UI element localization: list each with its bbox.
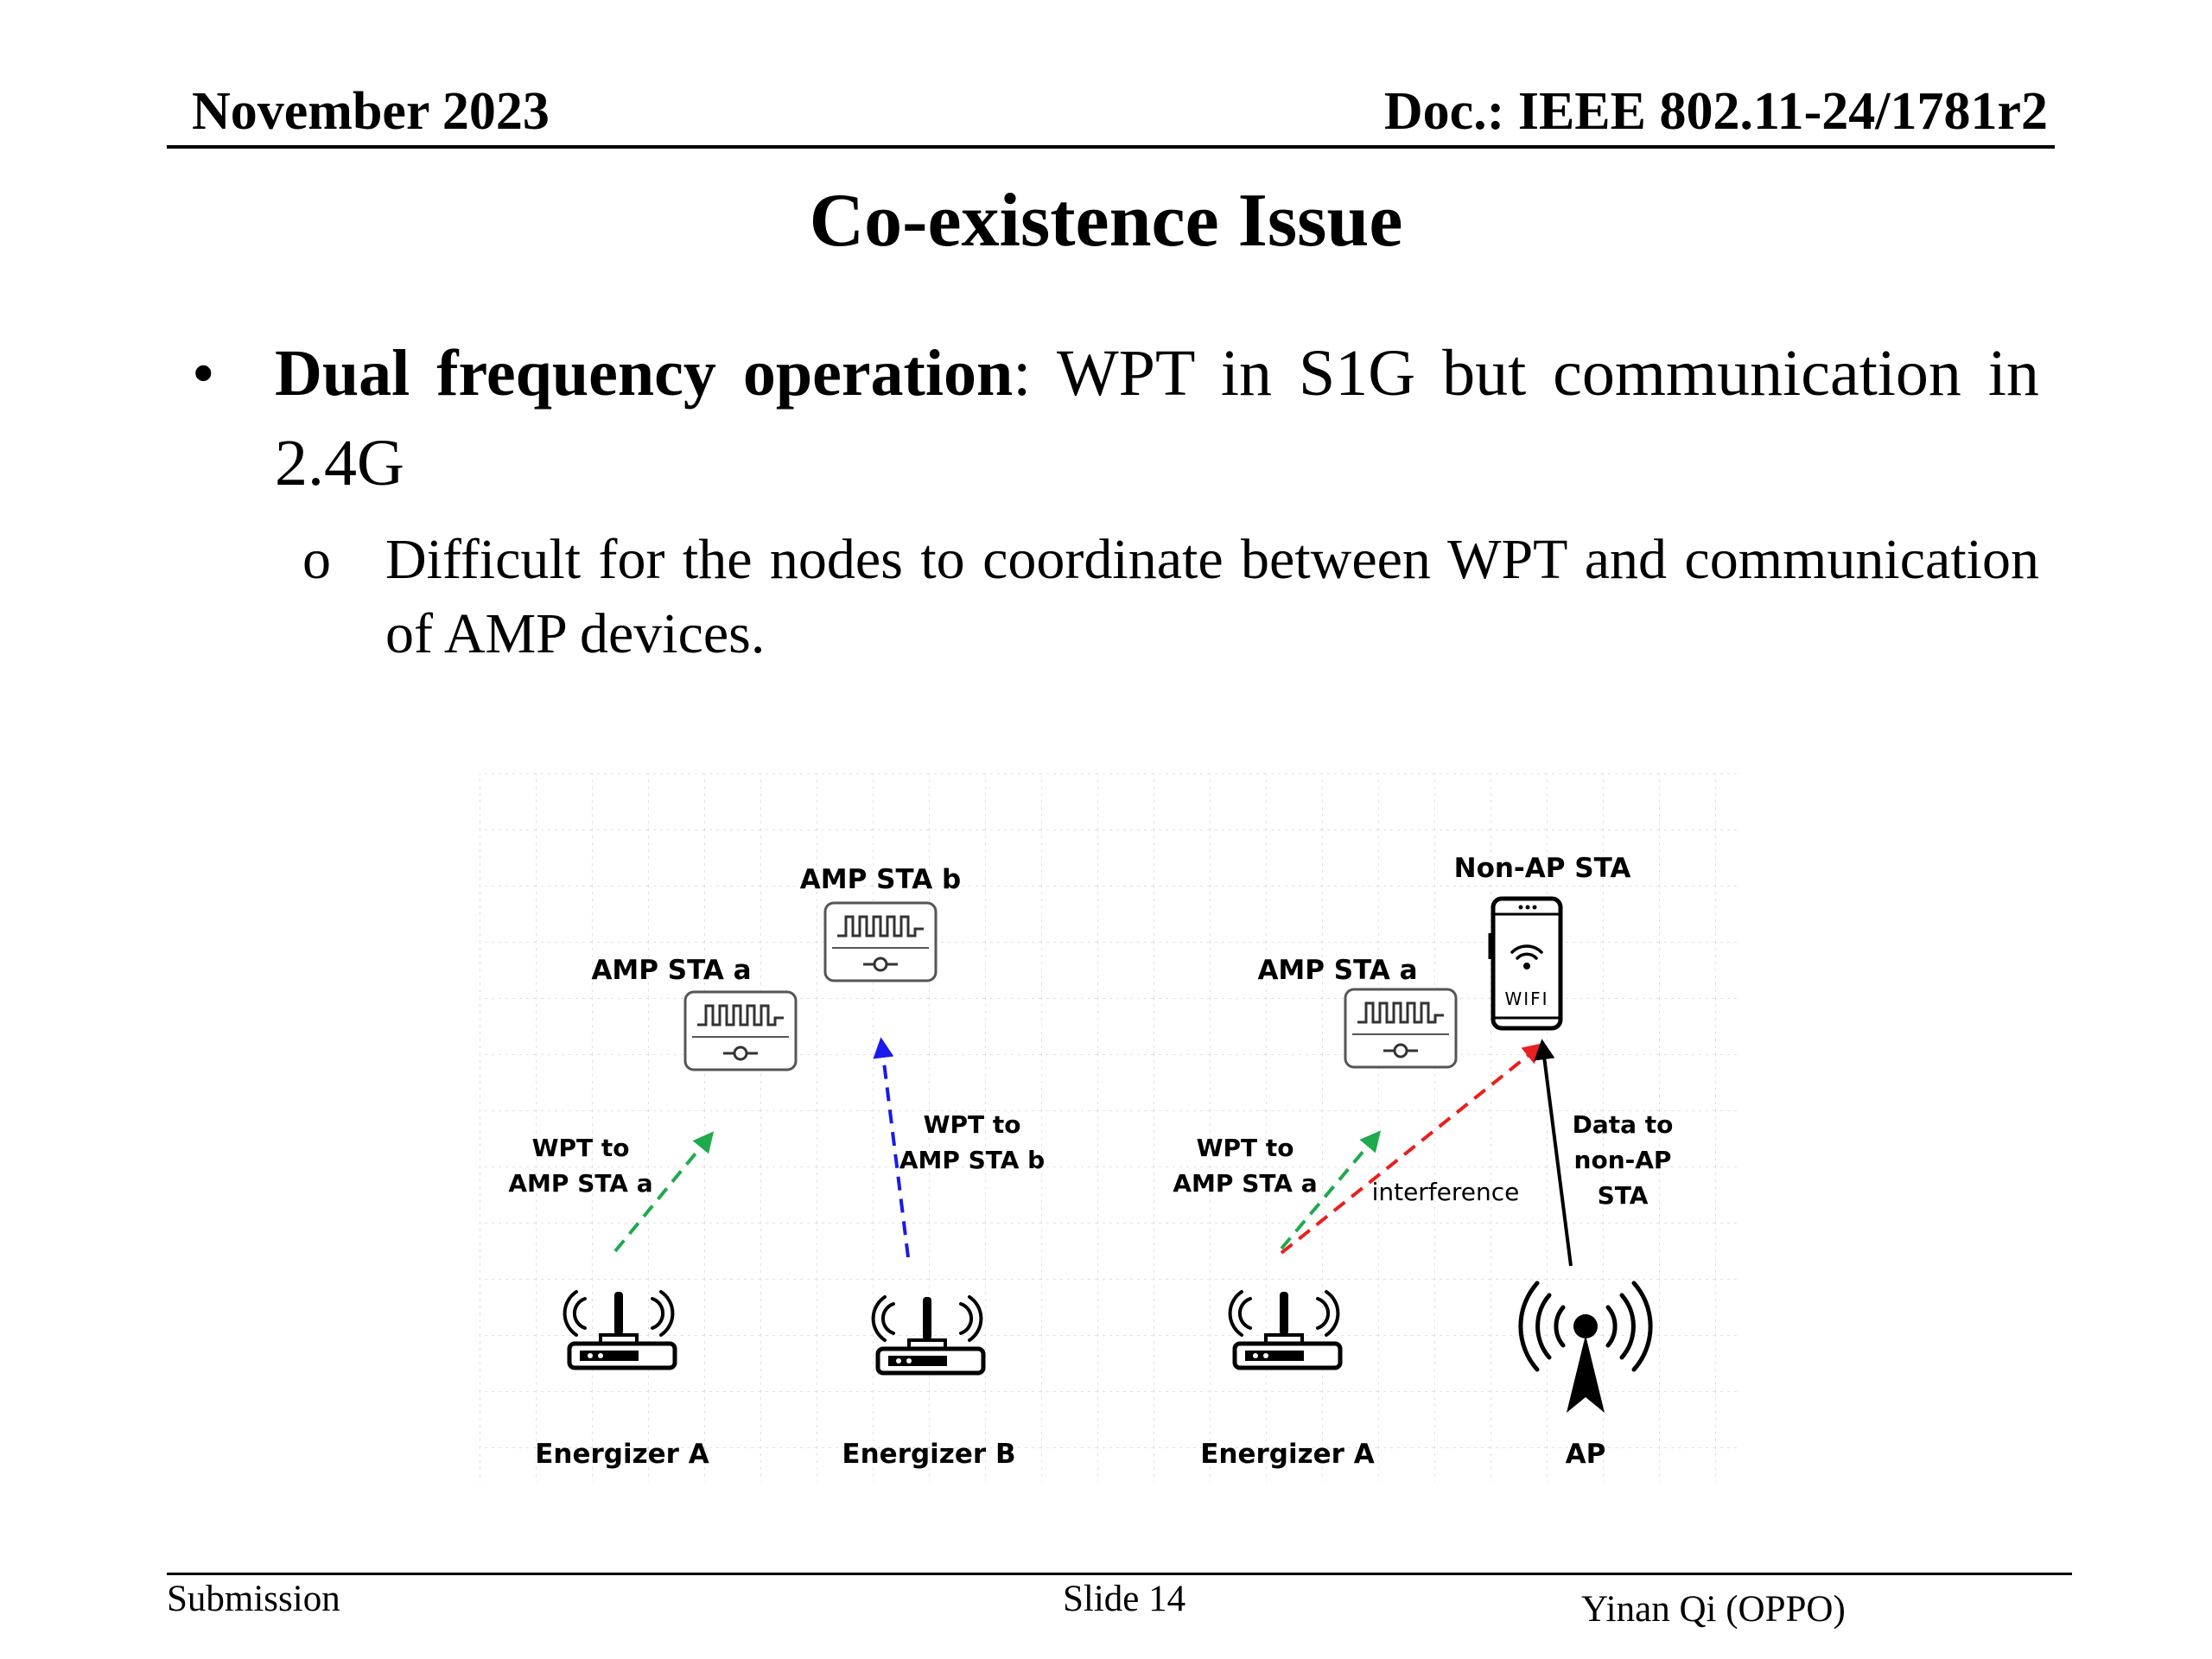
- amp-sta-a-device-icon: [683, 990, 798, 1071]
- coexistence-diagram: AMP STA b AMP STA a WPT to AMP STA a WPT…: [480, 773, 1741, 1482]
- left-energizer-a-label: Energizer A: [535, 1439, 709, 1470]
- sub-bullet-marker: o: [302, 528, 331, 591]
- data-label-line1: Data to: [1573, 1110, 1674, 1139]
- left-wpt-b-label-line2: AMP STA b: [899, 1146, 1045, 1174]
- right-energizer-a-label: Energizer A: [1200, 1439, 1375, 1470]
- energizer-a-router-icon: [563, 1290, 677, 1370]
- right-energizer-a-router-icon: [1228, 1290, 1343, 1370]
- bullet-text: Dual frequency operation: WPT in S1G but…: [275, 328, 2039, 508]
- ap-label: AP: [1566, 1439, 1606, 1470]
- footer-slide-number: Slide 14: [1063, 1579, 1186, 1619]
- non-ap-sta-phone-icon: [1488, 896, 1563, 1031]
- left-wpt-a-label-line1: WPT to: [532, 1134, 630, 1162]
- header-date: November 2023: [192, 82, 550, 141]
- wpt-arrow-blue: [873, 1037, 910, 1258]
- header-doc-number: Doc.: IEEE 802.11-24/1781r2: [1383, 82, 2048, 141]
- right-amp-sta-a-device-icon: [1344, 988, 1458, 1069]
- right-amp-sta-a-label: AMP STA a: [1257, 955, 1417, 986]
- right-wpt-a-label-line1: WPT to: [1197, 1134, 1294, 1162]
- sub-bullet-text: Difficult for the nodes to coordinate be…: [385, 528, 2039, 665]
- wifi-text: WIFI: [1504, 988, 1548, 1009]
- footer-rule: [167, 1573, 2072, 1575]
- data-label-line2: non-AP: [1574, 1146, 1672, 1174]
- left-wpt-b-label-line1: WPT to: [924, 1110, 1021, 1139]
- header-rule: [167, 145, 2055, 149]
- slide-title: Co-existence Issue: [809, 179, 1403, 263]
- bullet-marker: •: [192, 337, 215, 410]
- interference-label: interference: [1372, 1178, 1520, 1206]
- left-amp-sta-a-label: AMP STA a: [591, 955, 751, 986]
- energizer-b-label: Energizer B: [842, 1439, 1015, 1470]
- footer-author: Yinan Qi (OPPO): [1581, 1589, 1846, 1630]
- amp-sta-b-device-icon: [823, 901, 938, 982]
- footer-submission: Submission: [167, 1579, 340, 1619]
- right-wpt-a-label-line2: AMP STA a: [1173, 1169, 1317, 1198]
- bullet-bold-text: Dual frequency operation: [275, 337, 1014, 410]
- wpt-arrow-green-right: [1280, 1130, 1382, 1250]
- ap-antenna-icon: [1518, 1281, 1653, 1413]
- data-label-line3: STA: [1598, 1181, 1649, 1210]
- energizer-b-router-icon: [871, 1295, 986, 1376]
- data-arrow-black: [1534, 1039, 1573, 1267]
- interference-arrow-red: [1280, 1043, 1544, 1255]
- non-ap-sta-label: Non-AP STA: [1454, 853, 1631, 884]
- left-wpt-a-label-line2: AMP STA a: [508, 1169, 652, 1198]
- wpt-arrow-green-left: [613, 1131, 715, 1253]
- left-amp-sta-b-label: AMP STA b: [800, 864, 961, 895]
- bullet-rest-text: : WPT in S1G but communication in 2.4G: [275, 337, 2039, 499]
